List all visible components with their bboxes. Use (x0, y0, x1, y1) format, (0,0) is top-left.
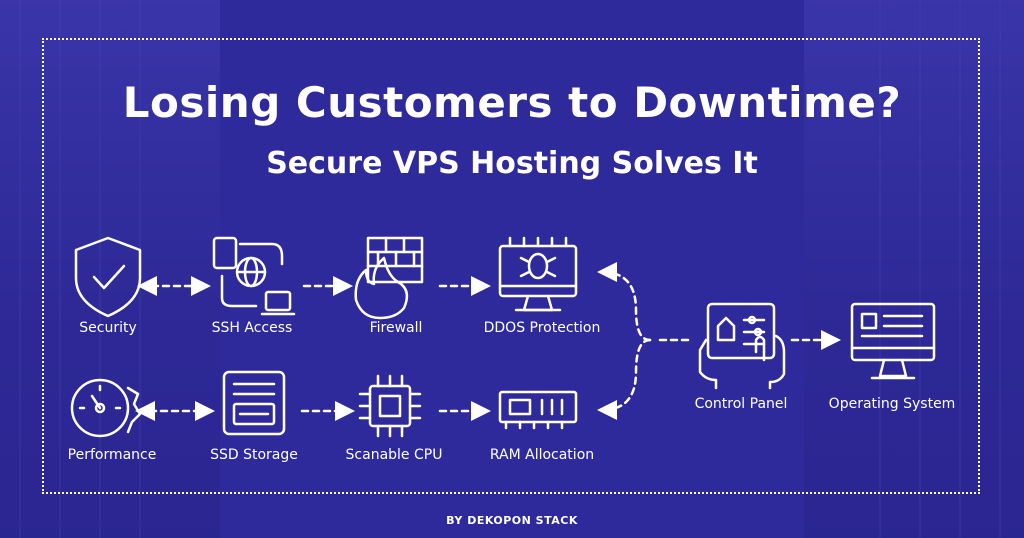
label-operating-system: Operating System (828, 396, 956, 412)
page-subtitle: Secure VPS Hosting Solves It (266, 146, 758, 181)
background-server-rack-left (0, 0, 220, 538)
dotted-frame (42, 38, 980, 494)
label-ddos-protection: DDOS Protection (483, 320, 601, 336)
page-title: Losing Customers to Downtime? (122, 78, 902, 127)
cpu-chip-icon (358, 374, 422, 438)
connector-control-ram (597, 338, 652, 420)
tablet-hands-icon (698, 302, 786, 390)
label-ssh-access: SSH Access (211, 320, 293, 336)
connector-control-ddos (597, 262, 652, 342)
label-ssd-storage: SSD Storage (210, 447, 298, 463)
background-server-rack-right (804, 0, 1024, 538)
label-scanable-cpu: Scanable CPU (345, 447, 443, 463)
label-firewall: Firewall (369, 320, 423, 336)
ram-stick-icon (498, 390, 578, 430)
monitor-window-icon (850, 302, 936, 380)
byline: BY DEKOPON STACK (446, 514, 578, 527)
bug-monitor-icon (498, 236, 578, 312)
ssh-devices-icon (212, 236, 296, 316)
label-security: Security (79, 320, 137, 336)
label-control-panel: Control Panel (694, 396, 788, 412)
ssd-icon (222, 370, 286, 436)
firewall-icon (354, 236, 424, 320)
label-performance: Performance (67, 447, 157, 463)
label-ram-allocation: RAM Allocation (489, 447, 595, 463)
